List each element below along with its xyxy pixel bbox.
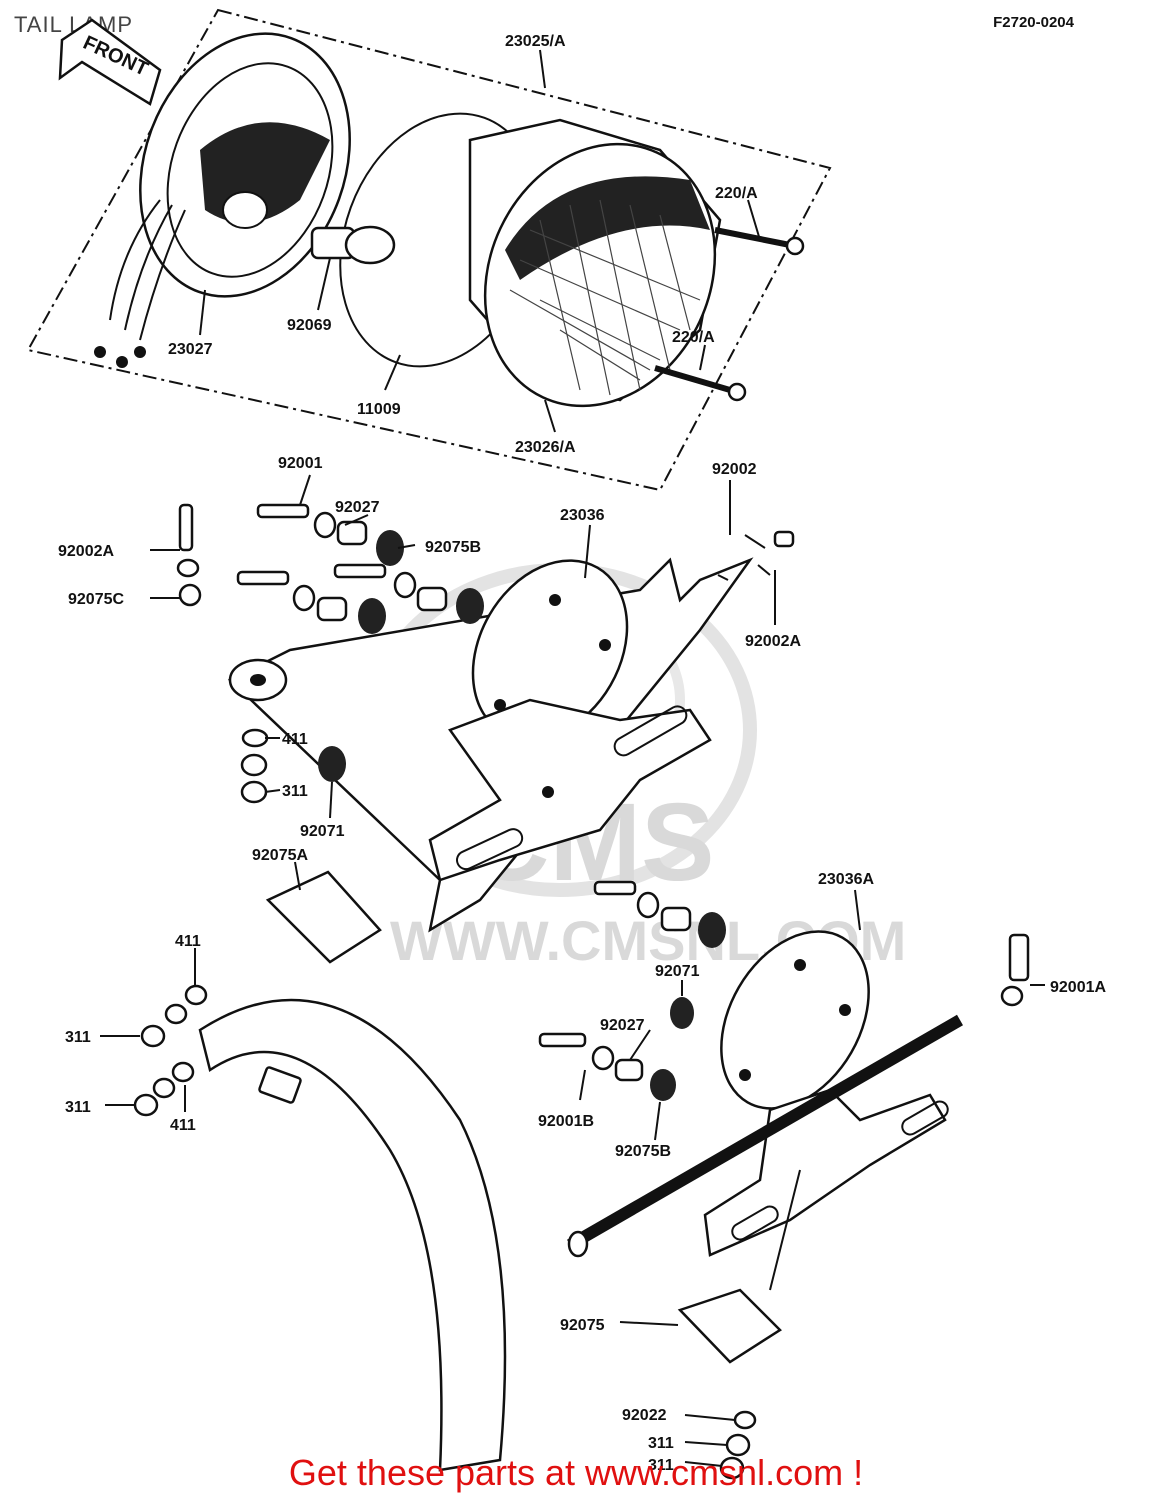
callout-23036: 23036 xyxy=(560,507,605,524)
callout-311-c: 311 xyxy=(648,1435,674,1452)
nut-stack-left xyxy=(240,728,346,804)
callout-311-top: 311 xyxy=(282,783,308,800)
callout-92001: 92001 xyxy=(278,455,323,472)
callout-92001a: 92001A xyxy=(1050,979,1106,996)
callout-92071-bottom: 92071 xyxy=(655,963,700,980)
lamp-base xyxy=(94,32,351,368)
mount-plate-23036 xyxy=(471,559,629,741)
callout-92022: 92022 xyxy=(622,1407,667,1424)
callout-23026a: 23026/A xyxy=(515,439,576,456)
callout-23036a: 23036A xyxy=(818,871,874,888)
rear-fender xyxy=(198,998,507,1472)
license-holder xyxy=(428,698,712,882)
front-arrow-icon: FRONT xyxy=(58,18,162,106)
callout-311-a: 311 xyxy=(65,1029,91,1046)
callout-411-mid: 411 xyxy=(175,933,201,950)
screw-220a-top xyxy=(714,227,805,256)
callout-92069: 92069 xyxy=(287,317,332,334)
figure-code: F2720-0204 xyxy=(993,14,1074,31)
callout-311-d: 311 xyxy=(648,1457,674,1474)
leader-lines xyxy=(100,49,1045,1467)
callout-92075a: 92075A xyxy=(252,847,308,864)
callout-labels: 23025/A 220/A 220/A 23027 92069 11009 23… xyxy=(58,33,1106,1474)
callout-92002a-right: 92002A xyxy=(745,633,801,650)
callout-23027: 23027 xyxy=(168,341,213,358)
callout-411-top: 411 xyxy=(282,731,308,748)
callout-92002a-left: 92002A xyxy=(58,543,114,560)
axle-shaft xyxy=(567,1014,963,1251)
screw-220a-bottom xyxy=(654,365,747,402)
footer-link[interactable]: Get these parts at www.cmsnl.com ! xyxy=(288,1452,864,1493)
callout-92027-bottom: 92027 xyxy=(600,1017,645,1034)
callout-92075b-top: 92075B xyxy=(425,539,481,556)
callout-220a-top: 220/A xyxy=(715,185,758,202)
lamp-lens xyxy=(468,118,722,408)
callout-92075: 92075 xyxy=(560,1317,605,1334)
fender-fasteners xyxy=(133,984,208,1117)
fastener-group-top xyxy=(176,503,795,634)
callout-11009: 11009 xyxy=(357,401,401,418)
callout-92075b-bottom: 92075B xyxy=(615,1143,671,1160)
callout-411-bottom: 411 xyxy=(170,1117,196,1134)
bulb xyxy=(310,225,396,265)
callout-311-b: 311 xyxy=(65,1099,91,1116)
callout-92027-top: 92027 xyxy=(335,499,380,516)
callout-92071-top: 92071 xyxy=(300,823,345,840)
clip-92075a xyxy=(265,870,382,964)
callout-92075c: 92075C xyxy=(68,591,124,608)
callout-92002: 92002 xyxy=(712,461,757,478)
bracket-92075 xyxy=(677,1288,782,1364)
lower-bracket-assembly xyxy=(538,880,1030,1480)
callout-92001b: 92001B xyxy=(538,1113,594,1130)
callout-23025a: 23025/A xyxy=(505,33,566,50)
callout-220a-bottom: 220/A xyxy=(672,329,715,346)
